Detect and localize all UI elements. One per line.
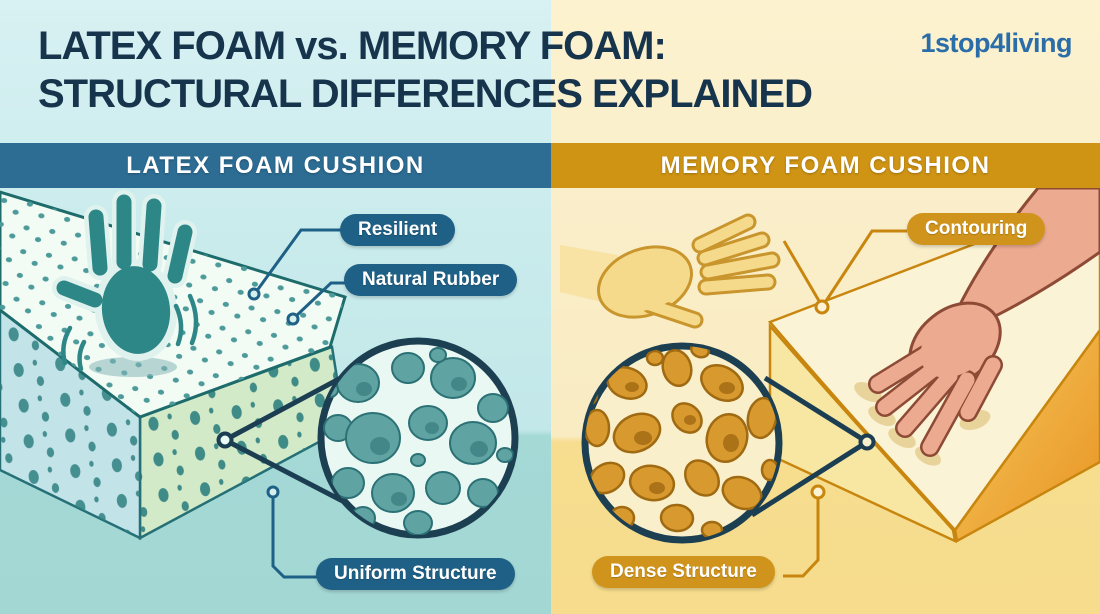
bounce-lines-icon (61, 293, 199, 372)
latex-callout-connectors (247, 228, 345, 579)
illustration-stage (0, 188, 1100, 579)
callout-contouring: Contouring (907, 213, 1046, 245)
dense-cell-magnifier (581, 342, 876, 544)
uniform-open-cell-magnifier (216, 337, 519, 539)
callout-uniform-structure: Uniform Structure (316, 558, 515, 590)
title-line-2: STRUCTURAL DIFFERENCES EXPLAINED (38, 72, 813, 116)
latex-panel-header: LATEX FOAM CUSHION (0, 143, 551, 188)
callout-natural-rubber: Natural Rubber (344, 264, 518, 296)
callout-dense-structure: Dense Structure (592, 556, 775, 588)
memory-panel-header: MEMORY FOAM CUSHION (551, 143, 1100, 188)
pressing-hand-illustration (868, 188, 1100, 457)
rebounding-handprint-icon (52, 190, 199, 377)
callout-resilient: Resilient (340, 214, 456, 246)
page-title: LATEX FOAM vs. MEMORY FOAM: STRUCTURAL D… (38, 22, 938, 118)
brand-logo: 1stop4living (920, 28, 1072, 58)
title-line-1: LATEX FOAM vs. MEMORY FOAM: (38, 24, 667, 68)
ghost-hand-illustration (560, 213, 781, 329)
memory-callout-connectors (782, 229, 907, 578)
